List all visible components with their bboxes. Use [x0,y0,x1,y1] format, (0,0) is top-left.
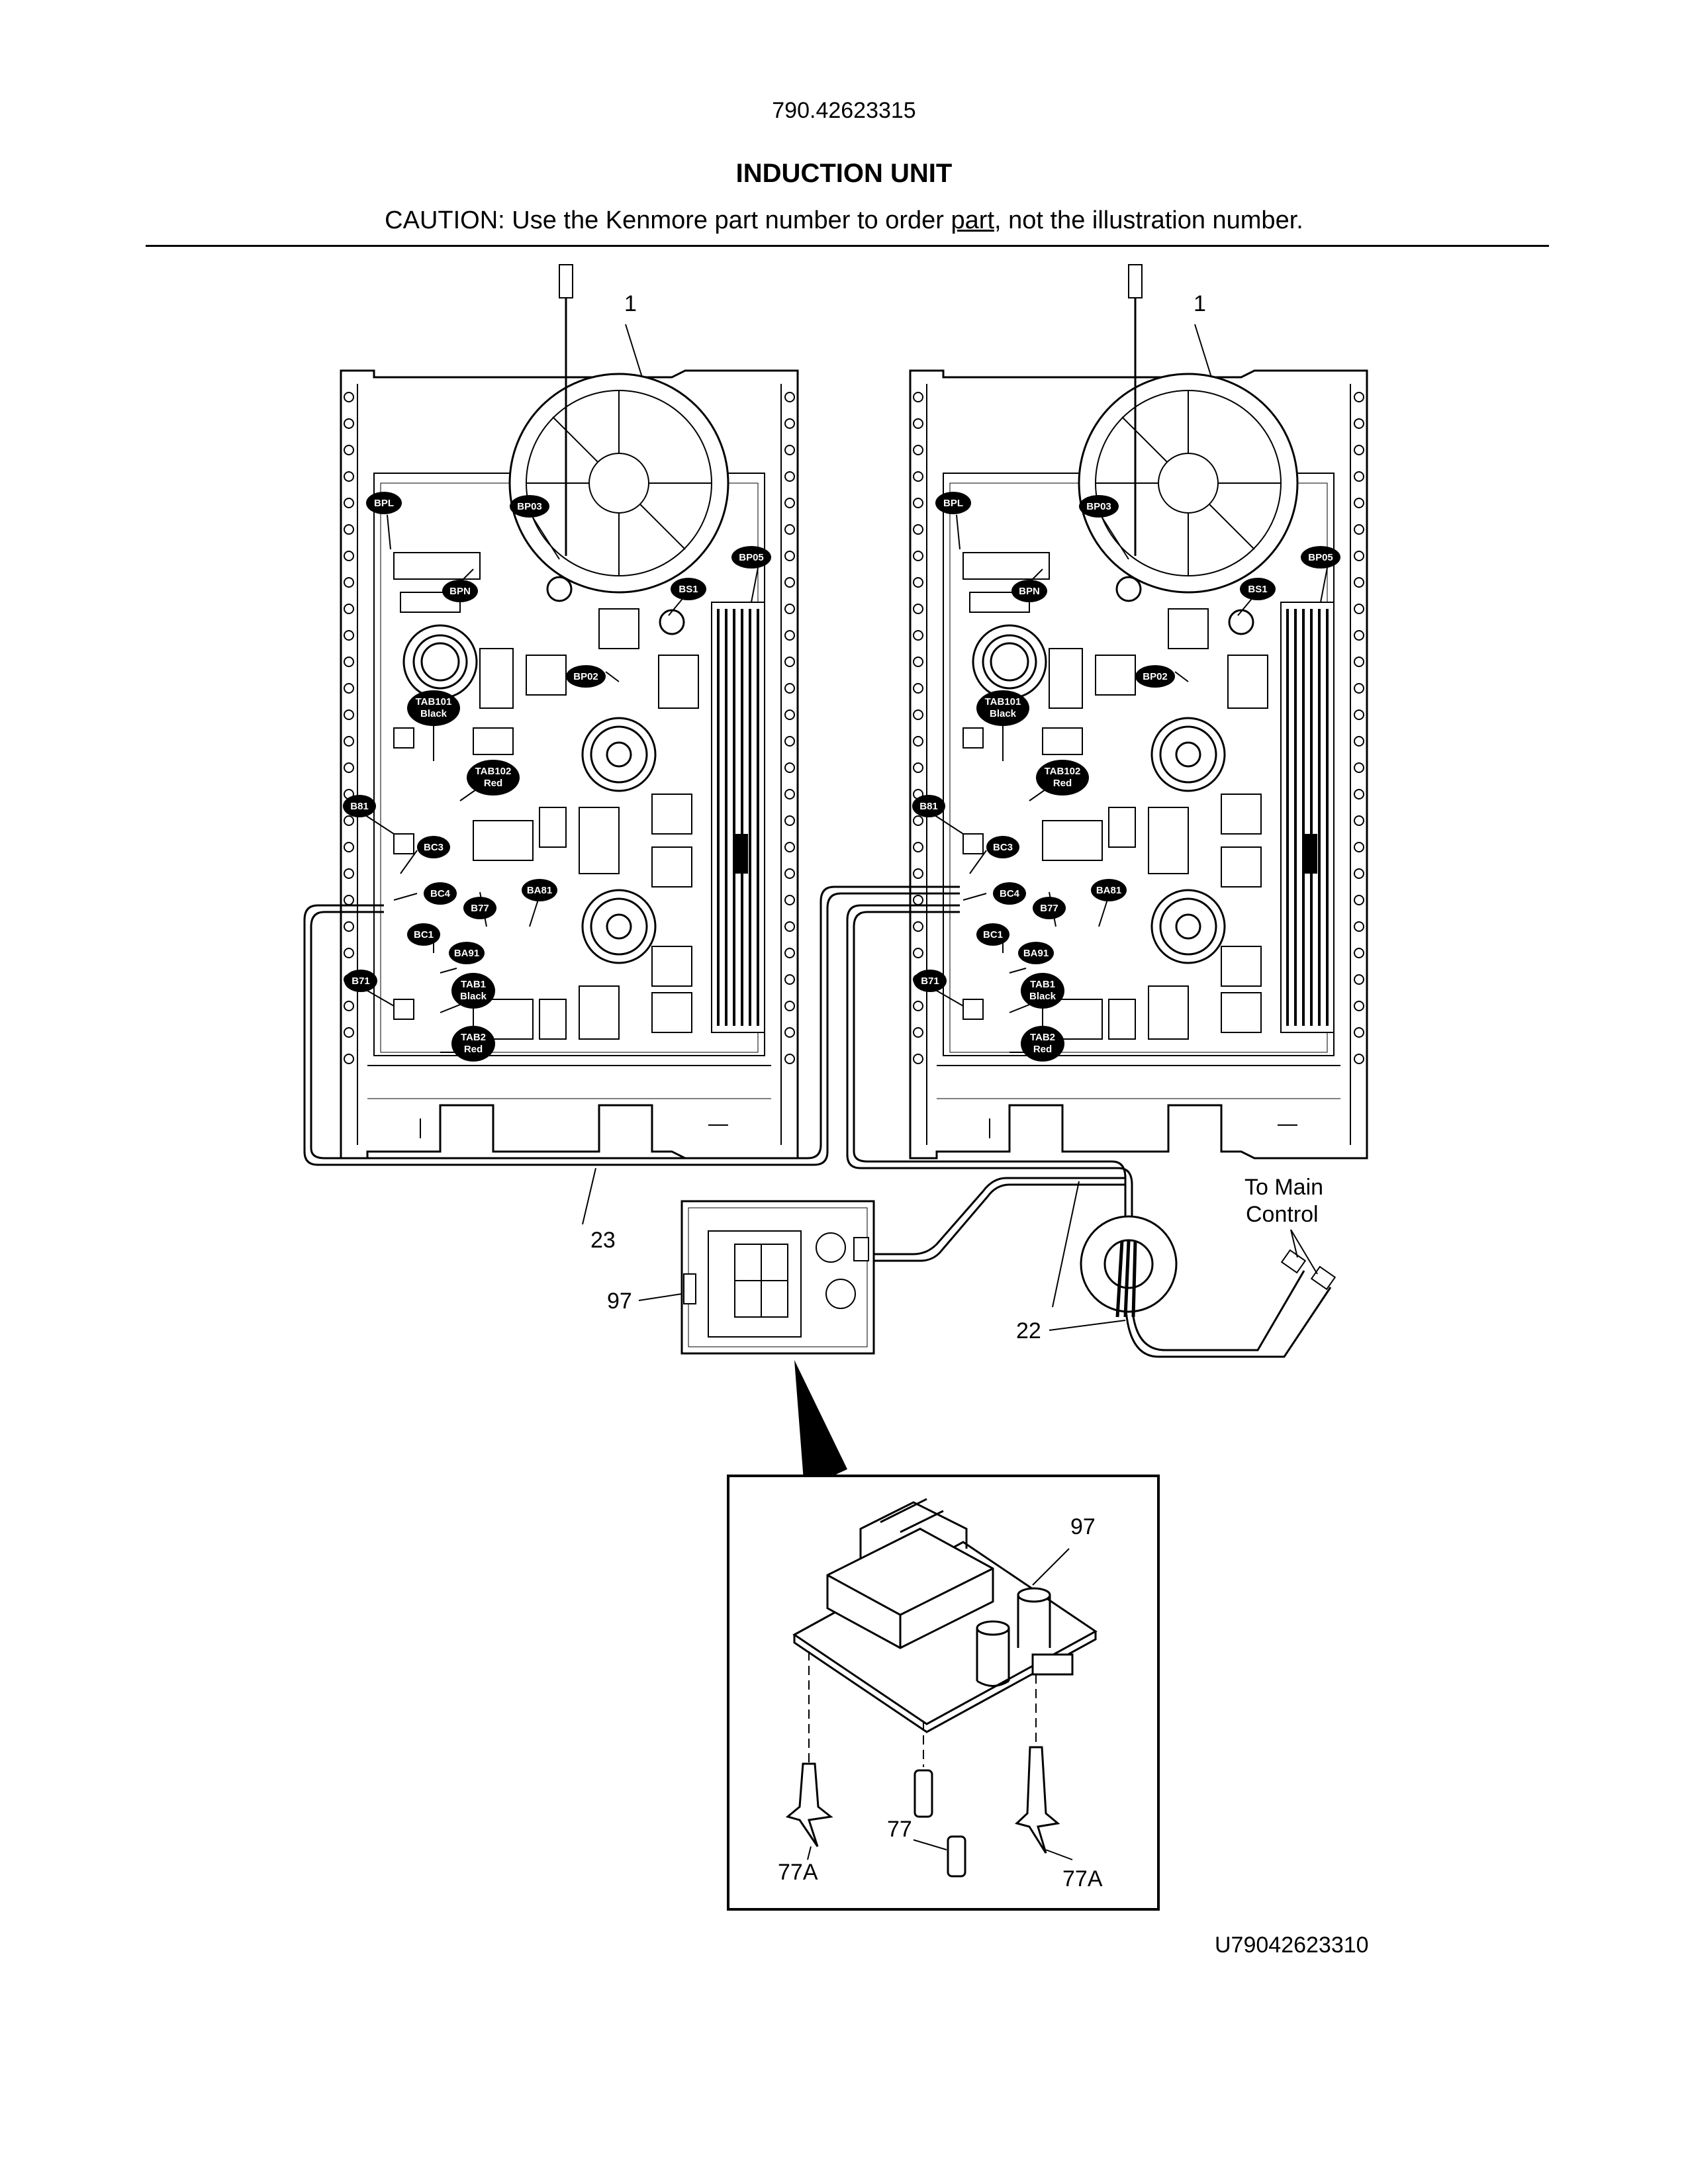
caution-note: CAUTION: Use the Kenmore part number to … [0,206,1688,235]
tag-b81: B81 [350,801,369,812]
tag-bc1: BC1 [414,929,434,940]
tag-tab2: TAB2 [1030,1032,1055,1043]
tag-tab102-color: Red [1053,778,1072,789]
tag-tab1-color: Black [1029,991,1056,1002]
tag-tab2-color: Red [464,1044,483,1055]
tag-bpn: BPN [449,586,471,597]
tag-bp02: BP02 [1143,671,1168,682]
tag-bs1: BS1 [1248,584,1267,595]
connector-main-b [1310,1265,1336,1291]
connector-main-a [1280,1249,1307,1274]
tag-bpn: BPN [1019,586,1040,597]
tag-ba81: BA81 [527,885,552,896]
detail-callout-77a-left: 77A [778,1860,818,1885]
left-induction-board: 1 BPL BP03 BPN BP05 BS1 BP02 TAB101Black… [340,263,799,1160]
harness-22 [846,904,1332,1358]
detail-callout-97: 97 [1070,1514,1096,1539]
left-board-callout: 1 [624,291,637,316]
detail-board-assembly [792,1498,1098,1733]
tag-ba81: BA81 [1096,885,1121,896]
filter-board-97 [680,1200,875,1355]
tag-bc3: BC3 [424,842,444,853]
caution-suffix: , not the illustration number. [994,206,1303,234]
detail-callout-77a-right: 77A [1062,1866,1103,1891]
tag-bc1: BC1 [983,929,1003,940]
tag-bc4: BC4 [430,888,451,899]
tag-tab101-color: Black [990,708,1017,719]
header-rule [146,245,1549,247]
tag-bp03: BP03 [1086,501,1111,512]
tag-ba91: BA91 [454,948,479,959]
tag-bpl: BPL [374,498,394,509]
right-board-callout: 1 [1194,291,1206,316]
right-induction-board: 1 BPL BP03 BPN BP05 BS1 BP02 TAB101Black… [909,263,1368,1160]
tag-b77: B77 [1040,903,1058,914]
tag-bpl: BPL [943,498,963,509]
document-number: U79042623310 [1215,1933,1369,1958]
tag-tab1: TAB1 [461,979,486,990]
label-to-main-line2: Control [1246,1202,1319,1227]
model-number: 790.42623315 [772,98,916,123]
spacer-77 [914,1769,966,1878]
tag-tab101-color: Black [420,708,447,719]
page-title: INDUCTION UNIT [735,159,953,188]
tag-ba91: BA91 [1023,948,1049,959]
standoff-77a-right [1014,1746,1060,1854]
callout-23: 23 [590,1228,616,1253]
callout-97: 97 [607,1289,632,1314]
standoff-77a-left [785,1762,833,1847]
tag-tab102-color: Red [484,778,502,789]
caution-underlined-word: part [951,206,994,234]
tag-b81: B81 [919,801,938,812]
tag-bs1: BS1 [679,584,698,595]
tag-bp05: BP05 [739,552,764,563]
detail-callout-77: 77 [887,1817,912,1842]
tag-bc4: BC4 [1000,888,1020,899]
harness-23 [303,886,960,1166]
tag-bc3: BC3 [993,842,1013,853]
tag-bp02: BP02 [573,671,598,682]
tag-bp05: BP05 [1308,552,1333,563]
label-to-main-line1: To Main [1244,1175,1323,1200]
tag-tab101: TAB101 [416,696,452,707]
tag-tab1: TAB1 [1030,979,1055,990]
tag-b71: B71 [921,976,939,987]
tag-b71: B71 [352,976,370,987]
caution-prefix: CAUTION: Use the Kenmore part number to … [385,206,951,234]
tag-b77: B77 [471,903,489,914]
tag-bp03: BP03 [517,501,542,512]
tag-tab102: TAB102 [475,766,512,777]
tag-tab2: TAB2 [461,1032,486,1043]
tag-tab1-color: Black [460,991,487,1002]
detail-pointer [794,1360,847,1489]
tag-tab102: TAB102 [1045,766,1081,777]
tag-tab101: TAB101 [985,696,1021,707]
callout-22: 22 [1016,1318,1041,1343]
tag-tab2-color: Red [1033,1044,1052,1055]
